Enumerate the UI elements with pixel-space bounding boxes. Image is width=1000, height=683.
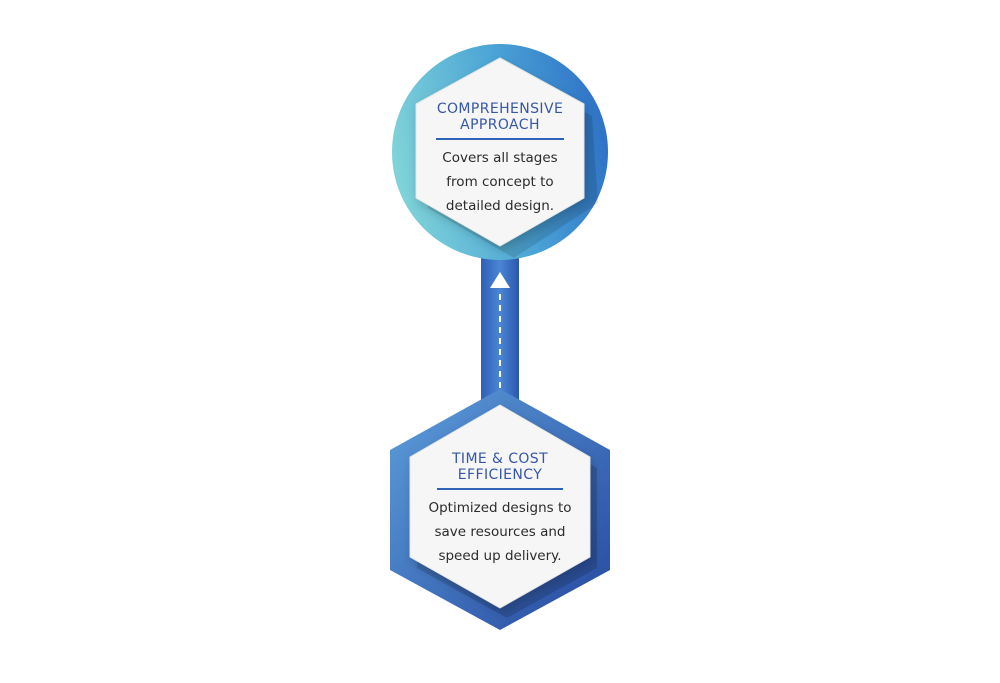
- step-description-line: detailed design.: [445, 198, 555, 214]
- step-description-line: Covers all stages: [442, 150, 558, 166]
- step-description-line: save resources and: [434, 524, 566, 540]
- step-description-line: from concept to: [446, 174, 554, 190]
- step-title: COMPREHENSIVE APPROACH: [420, 101, 580, 133]
- step-description: Covers all stages from concept to detail…: [420, 146, 580, 218]
- title-divider: [437, 488, 563, 490]
- hexagon-card-bottom: [409, 404, 591, 609]
- step-title: TIME & COST EFFICIENCY: [415, 451, 585, 483]
- step-card-bottom: TIME & COST EFFICIENCY Optimized designs…: [415, 451, 585, 568]
- title-divider: [436, 138, 564, 140]
- step-description-line: speed up delivery.: [438, 548, 562, 564]
- step-description-line: Optimized designs to: [428, 500, 572, 516]
- step-title-line: COMPREHENSIVE: [436, 101, 564, 117]
- step-title-line: EFFICIENCY: [457, 467, 543, 483]
- step-title-line: APPROACH: [460, 117, 540, 133]
- arrow-up-icon: [490, 272, 510, 288]
- step-title-line: TIME & COST: [451, 451, 549, 467]
- step-card-top: COMPREHENSIVE APPROACH Covers all stages…: [420, 101, 580, 218]
- hexagon-card-top: [415, 57, 585, 247]
- step-description: Optimized designs to save resources and …: [415, 496, 585, 568]
